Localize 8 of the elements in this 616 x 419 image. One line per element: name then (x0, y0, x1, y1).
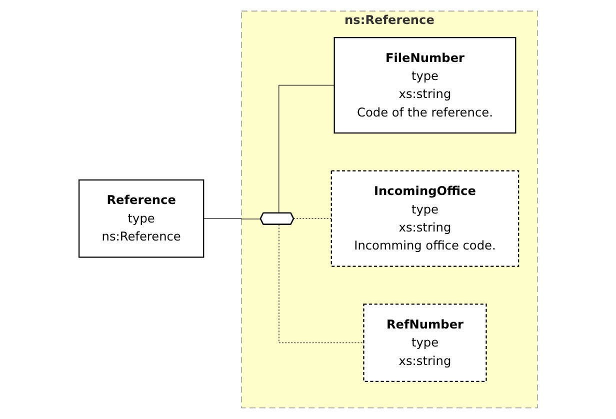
connector (202, 218, 261, 220)
node-box: FileNumber type xs:string Code of the reference. (333, 37, 516, 134)
node-box: IncomingOffice type xs:string Incomming office code. (330, 170, 519, 267)
connector (278, 84, 334, 214)
connector (278, 224, 364, 344)
connector (293, 218, 332, 220)
node-box: Reference type ns:Reference (78, 179, 204, 258)
node-box: RefNumber type xs:string (362, 304, 487, 382)
